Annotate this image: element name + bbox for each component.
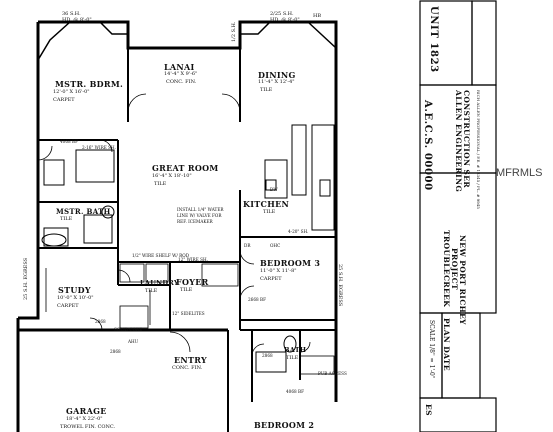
title-block: [419, 0, 497, 432]
scale-label: SCALE 1/8" = 1'-0": [428, 320, 435, 379]
room-master-floor: CARPET: [53, 97, 75, 103]
note-ohc1: OHC: [270, 243, 281, 248]
room-bath-name: BATH: [284, 346, 307, 354]
note-dr: DR: [244, 243, 251, 248]
note-water2: LINE W/ VALVE FOR: [177, 213, 222, 218]
plan-date-label: PLAN DATE: [442, 318, 451, 372]
note-cooling: 1/2 S.H.: [231, 21, 237, 42]
room-mstrbath-floor: TILE: [60, 216, 73, 222]
room-kitchen-name: KITCHEN: [243, 199, 290, 209]
room-bedroom3-size: 11'-0" X 11'-8": [260, 268, 297, 274]
project-name-3: NEW PORT RICHEY: [458, 235, 467, 325]
note-egress1: 25 S.H. EGRESS: [23, 257, 29, 300]
interior-walls: [38, 48, 336, 432]
room-foyer-floor: TILE: [180, 287, 193, 293]
room-great-floor: TILE: [154, 181, 167, 187]
note-2868a: 2868: [95, 319, 106, 324]
room-foyer-name: FOYER: [176, 277, 209, 287]
room-laundry-floor: TILE: [145, 288, 158, 294]
note-dw: DW: [270, 187, 278, 192]
room-garage-size: 18'-4" X 22'-0": [66, 416, 103, 422]
room-mstrbath-name: MSTR. BATH: [56, 207, 111, 216]
bath-fixtures: [41, 149, 297, 373]
closets: [45, 263, 335, 375]
note-wire3: 12" WIRE SH.: [178, 257, 208, 262]
room-bath-floor: TILE: [286, 355, 299, 361]
note-sidelites: 12" SIDELITES: [172, 311, 205, 316]
note-wire2: 4-20" SH.: [288, 229, 309, 234]
room-bedroom3-floor: CARPET: [260, 276, 282, 282]
room-great-name: GREAT ROOM: [152, 163, 219, 173]
room-study-floor: CARPET: [57, 303, 79, 309]
firm-name-2: CONSTRUCTION SER: [462, 90, 471, 188]
room-entry-name: ENTRY: [174, 355, 207, 365]
door-swings: [37, 93, 311, 357]
room-master-size: 12'-0" X 16'-0": [53, 89, 90, 95]
project-name-1: TROUBLECREEK: [442, 230, 451, 308]
firm-small: RICH ALLEN PROFESSIONAL / P.E. # 12345 /…: [476, 90, 481, 209]
note-wire1: 2-16" WIRE SH.: [82, 145, 117, 150]
room-dining-name: DINING: [258, 70, 296, 80]
room-garage-name: GARAGE: [66, 406, 107, 416]
firm-name-1: ALLEN ENGINEERING: [454, 90, 463, 193]
note-sh2b: HD. @ 8'-0": [270, 17, 300, 23]
project-name-2: PROJECT: [450, 248, 459, 291]
room-bedroom3-name: BEDROOM 3: [260, 258, 321, 268]
room-master-name: MSTR. BDRM.: [55, 79, 124, 89]
room-great-size: 16'-4" X 18'-10": [152, 173, 192, 179]
note-2868b: 2868: [110, 349, 121, 354]
note-sh1: 36 S.H.: [62, 11, 81, 17]
note-4068b: 4068 BF: [60, 139, 78, 144]
note-sh1b: HD. @ 8'-0": [62, 17, 92, 23]
note-egress2: 25 S.H. EGRESS: [337, 264, 343, 307]
note-4068: 4068 BF: [286, 389, 304, 394]
room-dining-size: 11'-4" X 12'-4": [258, 79, 295, 85]
room-lanai-name: LANAI: [164, 62, 195, 72]
room-lanai-size: 14'-4" X 9'-6": [164, 71, 198, 77]
room-kitchen-floor: TILE: [263, 209, 276, 215]
note-pub: PUB ACCESS: [318, 371, 347, 376]
note-water: INSTALL 1/4" WATER: [177, 207, 224, 212]
room-study-size: 10'-0" X 10'-0": [57, 295, 94, 301]
note-solid: SOLID CORE: [114, 327, 143, 332]
room-entry-floor: CONC. FIN.: [172, 365, 203, 371]
note-hb: HB: [313, 13, 322, 19]
watermark: MFRMLS: [496, 167, 543, 179]
note-2868c: 2868: [262, 353, 273, 358]
note-water3: REF. ICEMAKER: [177, 219, 213, 224]
aecs-number: A.E.C.S. 00000: [422, 100, 433, 191]
note-sh2: 2/25 S.H.: [270, 11, 294, 17]
room-study-name: STUDY: [58, 285, 91, 295]
kitchen-counters: [264, 124, 335, 231]
room-bedroom2-name: BEDROOM 2: [254, 420, 315, 430]
es-label: ES: [424, 404, 433, 416]
room-lanai-floor: CONC. FIN.: [166, 79, 197, 85]
note-pantry: 1/2" WIRE SHELF W/ ROD: [132, 253, 190, 258]
note-2668: 2668 BF: [248, 297, 266, 302]
room-dining-floor: TILE: [260, 87, 273, 93]
room-garage-floor: TROWEL FIN. CONC.: [60, 424, 116, 430]
room-laundry-name: LAUNDRY: [140, 279, 179, 287]
bay-windows: [37, 21, 337, 61]
unit-number: UNIT 1823: [428, 6, 439, 73]
note-ahu: AHU: [128, 339, 139, 344]
